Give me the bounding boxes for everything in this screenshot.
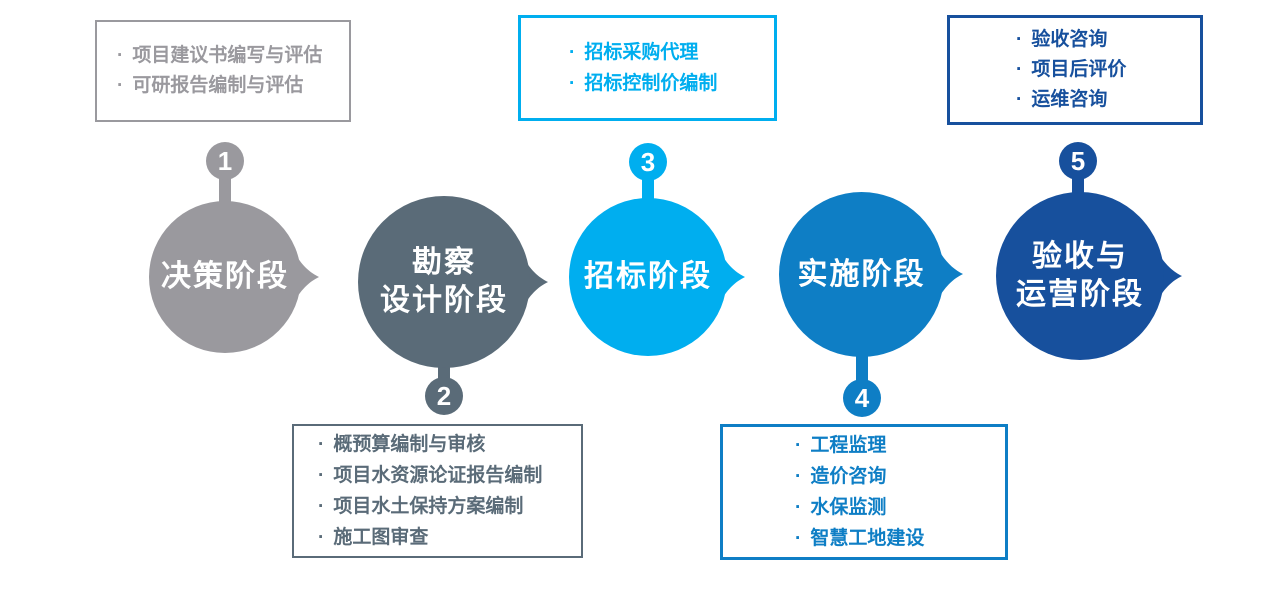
stage-4-detail-list: ·工程监理 ·造价咨询 ·水保监测 ·智慧工地建设 [795,430,1005,554]
stage-4-circle: 实施阶段 [779,192,944,357]
stage-2-detail-list: ·概预算编制与审核 ·项目水资源论证报告编制 ·项目水土保持方案编制 ·施工图审… [318,429,581,553]
stage-5-number: 5 [1070,146,1086,176]
bullet-icon: · [318,465,325,486]
list-item: ·运维咨询 [1016,85,1200,115]
stage-3-circle: 招标阶段 [569,198,727,356]
list-item: ·项目建议书编写与评估 [117,41,349,71]
stage-3-label: 招标阶段 [584,260,712,293]
list-item: ·工程监理 [795,430,1005,461]
stage-2-number: 2 [436,381,452,411]
list-item: ·招标采购代理 [569,37,774,68]
list-item: ·招标控制价编制 [569,68,774,99]
stage-3-detail-list: ·招标采购代理 ·招标控制价编制 [569,37,774,99]
bullet-icon: · [117,75,124,96]
stage-1-detail-box: ·项目建议书编写与评估 ·可研报告编制与评估 [95,20,351,122]
list-item: ·施工图审查 [318,522,581,553]
stage-5-circle: 验收与 运营阶段 [996,192,1164,360]
bullet-icon: · [318,527,325,548]
stage-3-number: 3 [640,147,656,177]
list-item: ·智慧工地建设 [795,523,1005,554]
stage-4-detail-box: ·工程监理 ·造价咨询 ·水保监测 ·智慧工地建设 [720,424,1008,560]
list-item: ·概预算编制与审核 [318,429,581,460]
stage-4-number: 4 [854,383,870,413]
bullet-icon: · [795,466,802,487]
bullet-icon: · [795,497,802,518]
list-item: ·项目水资源论证报告编制 [318,460,581,491]
bullet-icon: · [795,528,802,549]
stage-1-number-badge: 1 [206,142,244,180]
bullet-icon: · [569,42,576,63]
stage-2-detail-box: ·概预算编制与审核 ·项目水资源论证报告编制 ·项目水土保持方案编制 ·施工图审… [292,424,583,558]
bullet-icon: · [1016,29,1023,50]
stage-3-detail-box: ·招标采购代理 ·招标控制价编制 [518,15,777,121]
bullet-icon: · [569,73,576,94]
stage-2-circle: 勘察 设计阶段 [358,196,530,368]
stage-5-detail-box: ·验收咨询 ·项目后评价 ·运维咨询 [947,15,1203,125]
list-item: ·造价咨询 [795,461,1005,492]
stage-5-detail-list: ·验收咨询 ·项目后评价 ·运维咨询 [1016,25,1200,115]
stage-1-detail-list: ·项目建议书编写与评估 ·可研报告编制与评估 [117,41,349,101]
list-item: ·项目后评价 [1016,55,1200,85]
bullet-icon: · [795,435,802,456]
stage-2-label: 勘察 设计阶段 [380,246,508,317]
list-item: ·水保监测 [795,492,1005,523]
list-item: ·项目水土保持方案编制 [318,491,581,522]
bullet-icon: · [117,45,124,66]
stage-4-label: 实施阶段 [797,257,926,291]
stage-5-number-badge: 5 [1059,142,1097,180]
stage-2-number-badge: 2 [425,377,463,415]
bullet-icon: · [1016,59,1023,80]
stage-3-number-badge: 3 [629,143,667,181]
stage-1-circle: 决策阶段 [149,201,301,353]
bullet-icon: · [318,434,325,455]
bullet-icon: · [318,496,325,517]
stage-4-number-badge: 4 [843,379,881,417]
list-item: ·验收咨询 [1016,25,1200,55]
stage-1-number: 1 [217,146,233,176]
stage-1-label: 决策阶段 [161,260,289,293]
bullet-icon: · [1016,89,1023,110]
list-item: ·可研报告编制与评估 [117,71,349,101]
stage-5-label: 验收与 运营阶段 [1016,240,1144,311]
